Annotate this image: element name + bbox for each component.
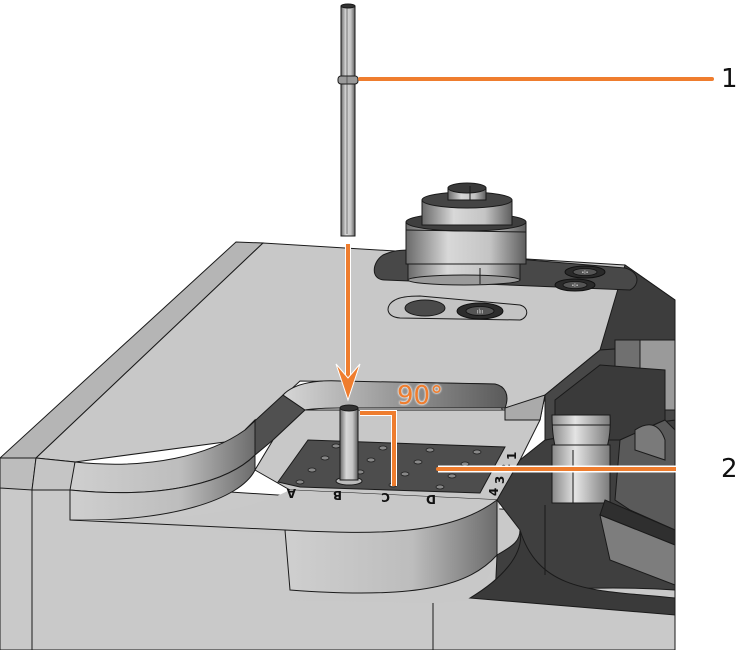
svg-text:3: 3 bbox=[493, 476, 507, 484]
instrument-body bbox=[0, 241, 676, 651]
connector-port-icon: •l• bbox=[554, 278, 596, 292]
plate-column-labels: A B C D bbox=[286, 486, 436, 506]
arrowhead-icon bbox=[335, 363, 361, 402]
inserted-pin bbox=[335, 404, 363, 486]
round-port bbox=[404, 299, 446, 317]
svg-text:1: 1 bbox=[505, 452, 519, 460]
insertion-arrow bbox=[335, 244, 361, 402]
svg-text:B: B bbox=[333, 488, 342, 502]
callout-number-2: 2 bbox=[721, 454, 738, 484]
top-panel: •l• •l• ılıı bbox=[373, 182, 638, 321]
plate-holes bbox=[295, 443, 482, 490]
right-angle-indicator bbox=[360, 410, 397, 486]
pin-tool bbox=[337, 3, 359, 237]
rotary-knob bbox=[405, 182, 527, 286]
svg-text:ılıı: ılıı bbox=[477, 309, 484, 316]
svg-text:A: A bbox=[286, 486, 296, 500]
svg-text:D: D bbox=[426, 492, 436, 506]
svg-text:•l•: •l• bbox=[571, 283, 578, 289]
connector-port-icon: ılıı bbox=[456, 302, 504, 320]
svg-text:•l•: •l• bbox=[581, 270, 588, 276]
angle-annotation: 90° bbox=[397, 381, 444, 411]
svg-text:C: C bbox=[381, 490, 390, 504]
svg-text:4: 4 bbox=[487, 488, 501, 496]
connector-port-icon: •l• bbox=[564, 265, 606, 279]
callout-number-1: 1 bbox=[721, 64, 738, 94]
